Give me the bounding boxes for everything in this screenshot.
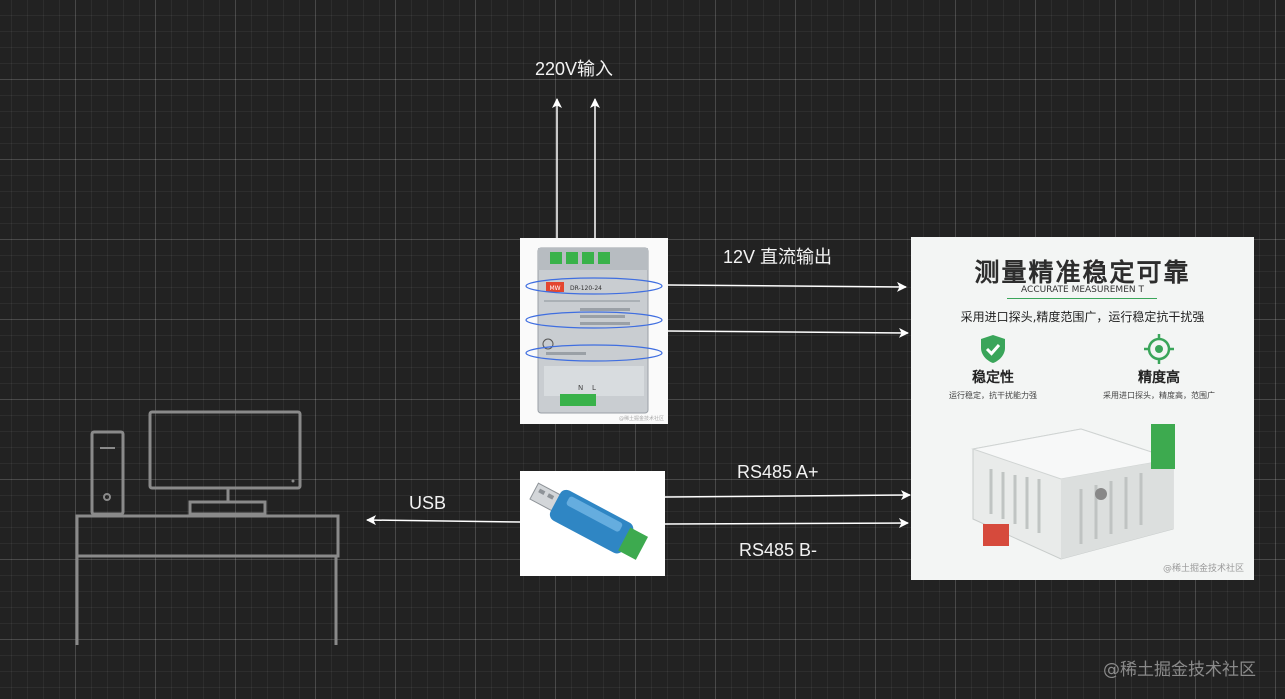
ps-brand: MW [549, 285, 560, 292]
sensor-watermark: @稀土掘金技术社区 [1162, 564, 1244, 574]
feature-stability-title: 稳定性 [972, 370, 1014, 386]
rs485-b-label: RS485 B- [739, 540, 818, 560]
sensor-subtitle: ACCURATE MEASUREMEN T [1021, 285, 1144, 295]
feature-precision-desc: 采用进口探头，精度高，范围广 [1103, 391, 1215, 400]
ac-input-label: 220V输入 [535, 59, 614, 79]
dc-output-label: 12V 直流输出 [723, 247, 833, 267]
feature-stability: 稳定性 运行稳定，抗干扰能力强 [923, 333, 1063, 401]
din-rail-power-supply-icon: MW DR-120-24 N L @稀土掘金技术社区 [525, 247, 664, 422]
ps-terminal-n: N [578, 384, 583, 392]
ps-watermark: @稀土掘金技术社区 [619, 415, 664, 422]
usb-rs485-adapter-image [520, 471, 665, 576]
sensor-device-image [971, 424, 1175, 560]
usb-wire [366, 515, 521, 526]
dc-wire-2 [667, 327, 909, 338]
rs485-a-label: RS485 A+ [737, 462, 819, 482]
usb-adapter-icon [529, 482, 649, 560]
sensor-title: 测量精准稳定可靠 [974, 258, 1191, 287]
feature-precision-title: 精度高 [1138, 370, 1180, 386]
usb-label: USB [409, 493, 447, 513]
target-icon [1144, 334, 1174, 364]
rs485-a-wire [664, 490, 911, 501]
sensor-description: 采用进口探头,精度范围广，运行稳定抗干扰强 [960, 310, 1205, 324]
footer-watermark: @稀土掘金技术社区 [1103, 660, 1256, 680]
ps-model: DR-120-24 [570, 285, 602, 292]
computer-desk-icon [75, 410, 340, 645]
ps-terminal-l: L [592, 384, 596, 392]
feature-precision: 精度高 采用进口探头，精度高，范围广 [1089, 333, 1229, 401]
temperature-humidity-sensor-card: 测量精准稳定可靠 ACCURATE MEASUREMEN T 采用进口探头,精度… [911, 237, 1254, 580]
rs485-b-wire [664, 518, 909, 529]
feature-stability-desc: 运行稳定，抗干扰能力强 [949, 391, 1037, 400]
dc-wire-1 [667, 281, 907, 292]
shield-check-icon [981, 335, 1005, 363]
sensor-divider [1007, 298, 1157, 299]
power-supply-image: MW DR-120-24 N L @稀土掘金技术社区 [520, 238, 668, 424]
